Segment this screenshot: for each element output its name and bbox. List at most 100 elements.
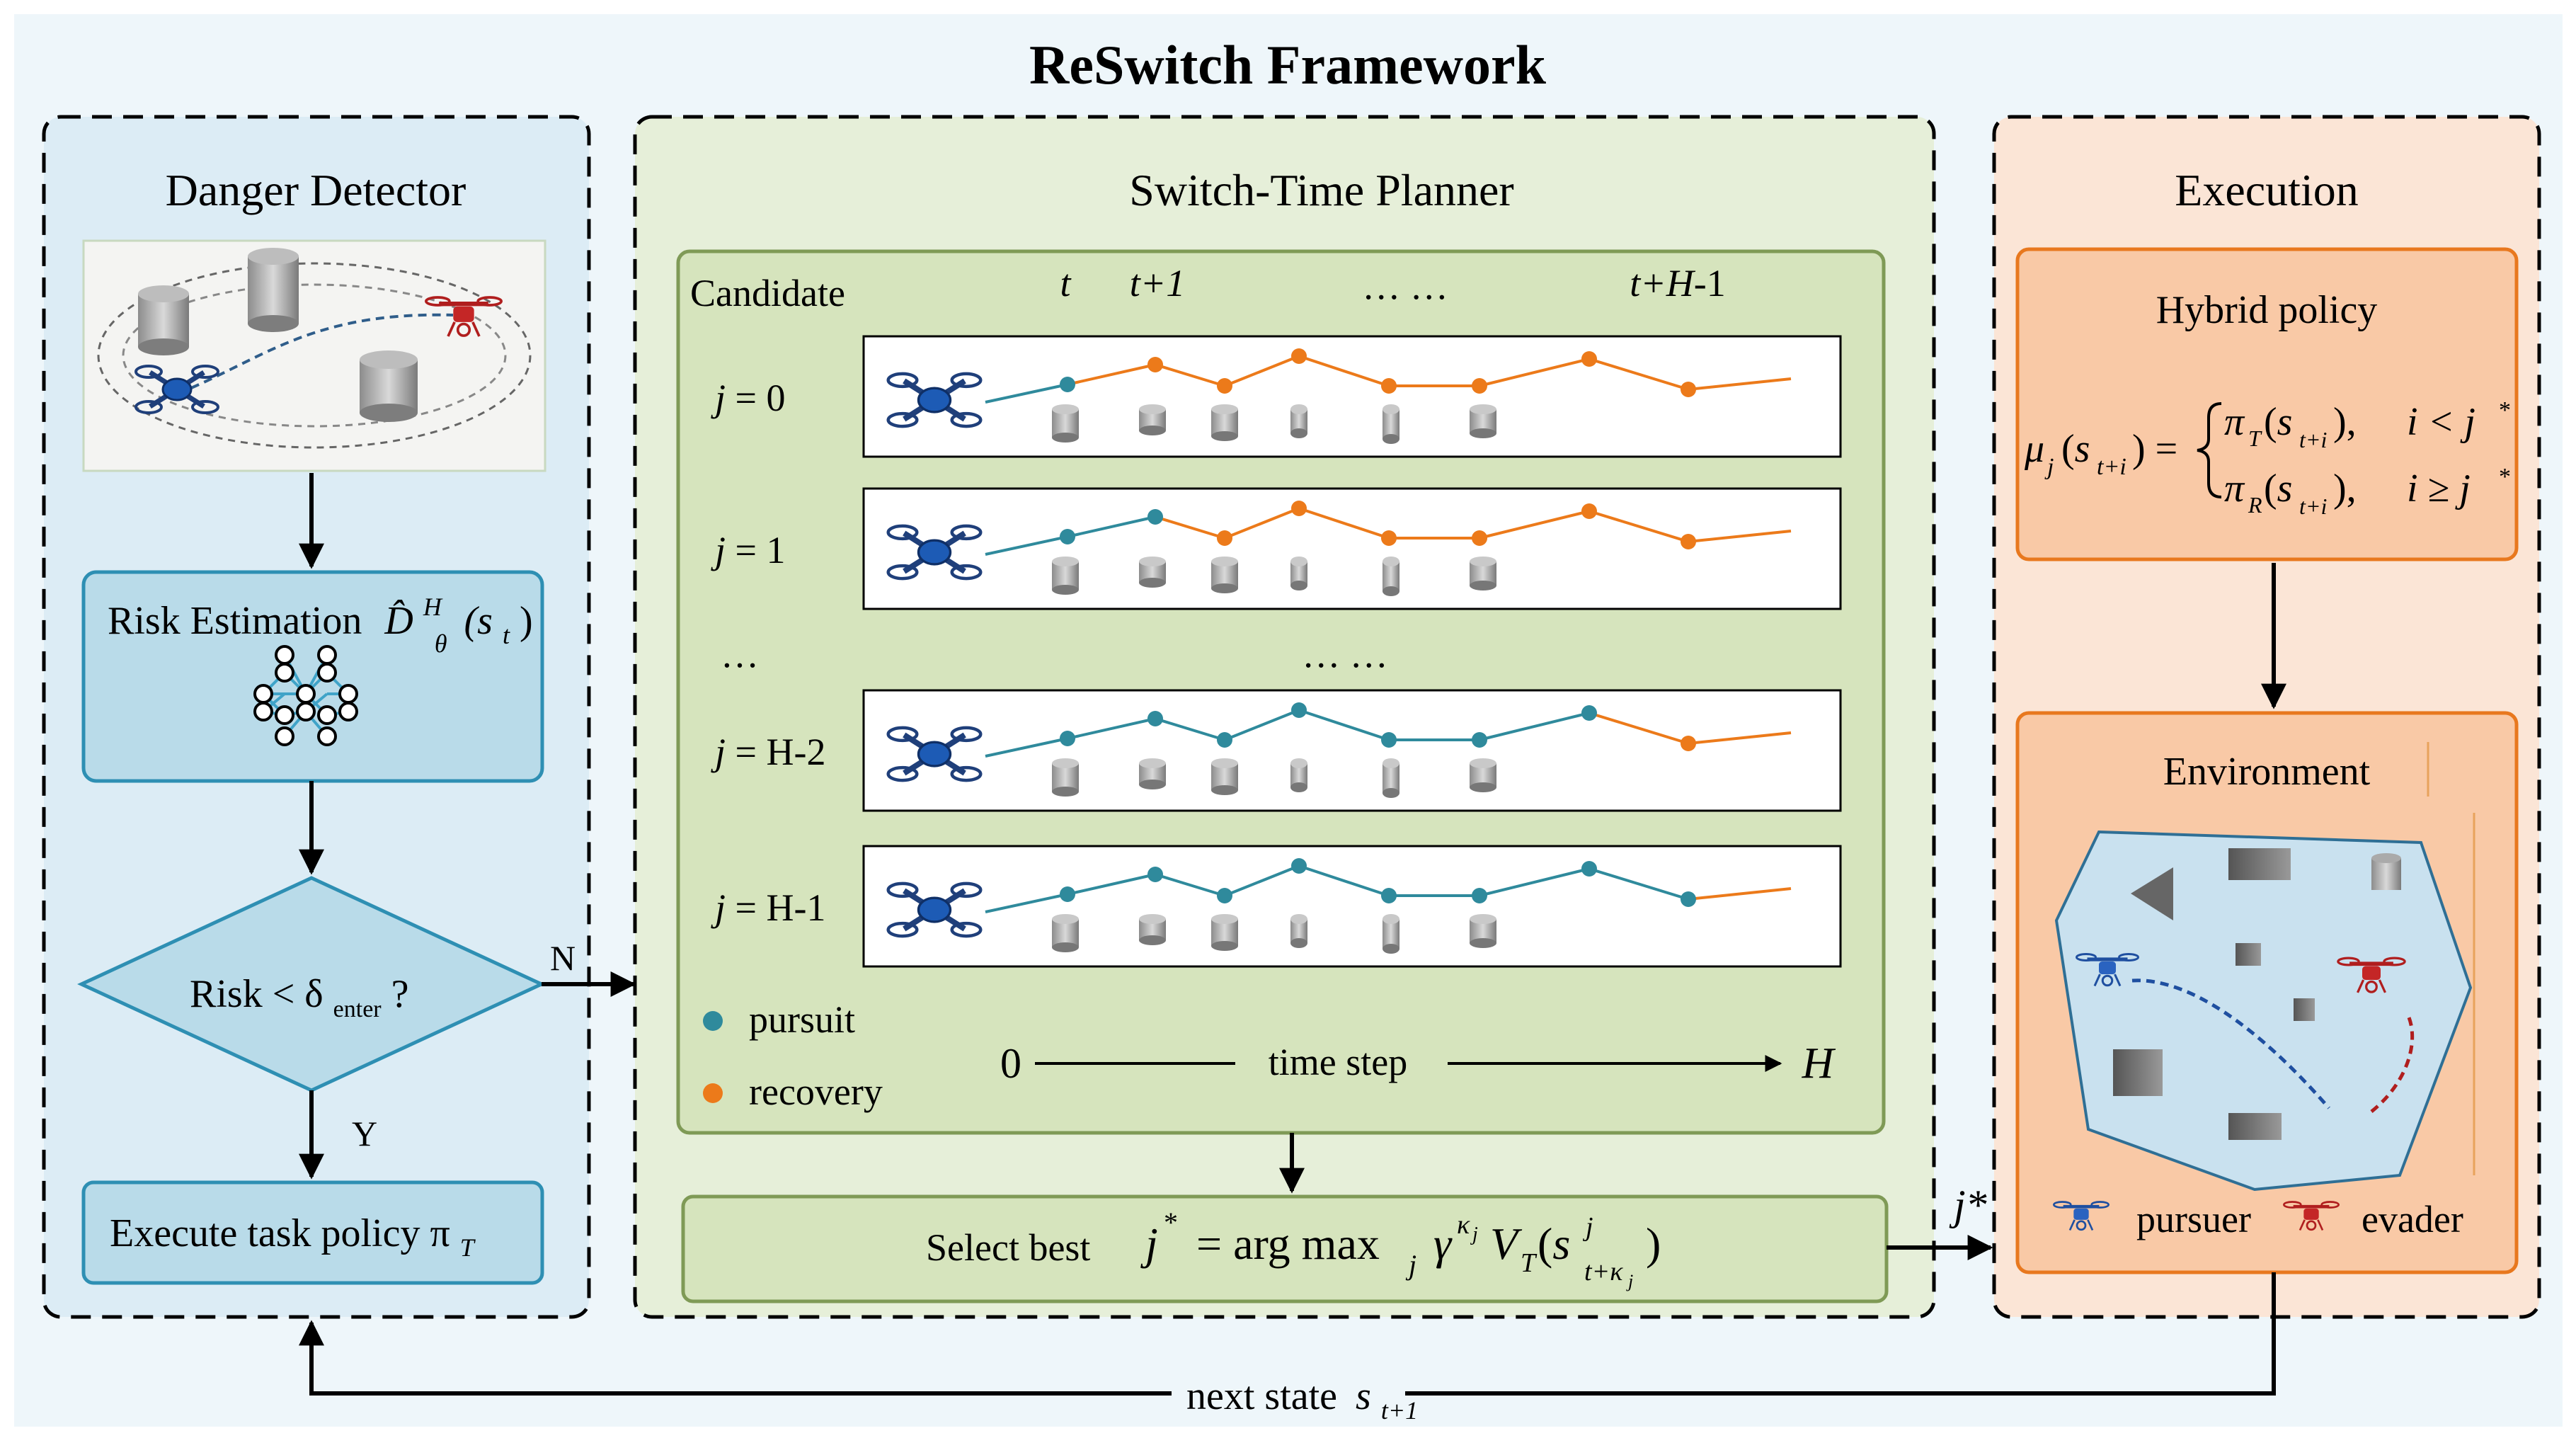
trajectory-segment [1588, 712, 1689, 745]
svg-text:Execute task policy π T: Execute task policy π T [110, 1211, 476, 1262]
trajectory-point [1217, 530, 1232, 546]
environment-box[interactable]: Environment pursuer evader [2015, 711, 2519, 1274]
svg-text:*: * [1164, 1206, 1178, 1238]
candidate-row-label: j = H-1 [711, 886, 825, 929]
trajectory-segment [1479, 867, 1590, 897]
trajectory-point [1381, 530, 1397, 546]
candidate-row: j = 0 [711, 335, 1842, 458]
trajectory-point [1060, 886, 1075, 902]
legend-recovery-label: recovery [749, 1071, 883, 1113]
environment-arena [2054, 830, 2473, 1192]
risk-decision-diamond[interactable]: Risk < δ enter ? [77, 876, 546, 1092]
cylinder-icon [1139, 557, 1166, 588]
execute-sub: T [460, 1233, 476, 1262]
trajectory-segment [985, 535, 1068, 556]
trajectory-segment [1298, 864, 1390, 897]
trajectory-point [1147, 711, 1163, 726]
svg-text:),: ), [2333, 400, 2357, 444]
legend-evader-label: evader [2362, 1198, 2463, 1240]
trajectory-segment [1298, 355, 1390, 387]
trajectory-segment [1155, 363, 1225, 387]
svg-text:t+κ: t+κ [1584, 1257, 1623, 1286]
cylinder-icon [1290, 404, 1307, 438]
next-state-symbol: s [1356, 1374, 1371, 1418]
svg-text:(s: (s [2264, 467, 2292, 510]
select-best-box[interactable]: Select best j * = arg max j γ κ j V T (s… [681, 1194, 1889, 1303]
trajectory-point [1147, 509, 1163, 525]
time-last-H: H [1666, 262, 1696, 304]
trajectory-segment [1688, 377, 1792, 391]
svg-text:(s: (s [2061, 427, 2090, 471]
risk-estimation-label: Risk Estimation [108, 599, 362, 643]
svg-text:t+i: t+i [2299, 427, 2327, 452]
cylinder-icon [248, 248, 299, 332]
cylinder-icon [1383, 758, 1399, 798]
risk-sub: θ [435, 629, 447, 658]
svg-text:j: j [1626, 1271, 1633, 1291]
svg-text:T: T [1521, 1248, 1538, 1278]
cylinder-icon [1470, 404, 1496, 438]
hybrid-policy-box[interactable]: Hybrid policy μ j (s t+i ) = π T (s t+i … [2015, 247, 2519, 561]
trajectory-segment [1688, 530, 1792, 543]
cylinder-icon [1139, 404, 1166, 435]
feedback-line-right [1405, 1272, 2276, 1396]
legend-pursuit-marker [703, 1011, 723, 1031]
cylinder-icon [1470, 914, 1496, 948]
trajectory-segment [1224, 864, 1300, 897]
trajectory-point [1681, 534, 1696, 549]
trajectory-point [1217, 888, 1232, 903]
decision-suffix: ? [391, 972, 409, 1016]
trajectory-segment [1155, 717, 1225, 741]
cylinder-icon [1211, 914, 1238, 951]
time-last-pre: t+ [1630, 262, 1666, 304]
cylinder-icon [1139, 914, 1166, 945]
cylinder-icon [1052, 914, 1079, 952]
trajectory-point [1472, 378, 1487, 394]
decision-label: Risk < δ [190, 972, 324, 1016]
planner-title: Switch-Time Planner [1129, 165, 1513, 215]
trajectory-point [1381, 378, 1397, 394]
trajectory-segment [1155, 515, 1225, 540]
trajectory-point [1291, 702, 1307, 718]
trajectory-segment [1224, 355, 1300, 387]
trajectory-segment [1067, 873, 1156, 896]
yes-label: Y [352, 1114, 377, 1153]
trajectory-segment [1588, 510, 1689, 543]
execute-task-policy-box[interactable]: Execute task policy π T [81, 1180, 544, 1285]
time-dots-header: … … [1362, 265, 1448, 307]
no-label: N [550, 938, 576, 978]
trajectory-point [1681, 382, 1696, 397]
candidate-row-label: j = H-2 [711, 731, 825, 773]
risk-estimation-box[interactable]: Risk Estimation D̂ H θ (s t ) [81, 570, 544, 783]
cylinder-icon [1470, 758, 1496, 792]
candidate-row-box [862, 487, 1842, 610]
time-last-post: -1 [1694, 262, 1726, 304]
cylinder-icon [1383, 914, 1399, 954]
svg-text:i < j: i < j [2407, 400, 2475, 444]
trajectory-point [1381, 888, 1397, 903]
risk-symbol: D̂ [384, 599, 413, 643]
danger-detector-title: Danger Detector [166, 165, 466, 215]
time-axis-label: time step [1269, 1041, 1407, 1083]
svg-text:t+i: t+i [2299, 493, 2327, 519]
time-axis-start: 0 [1000, 1040, 1021, 1087]
cylinder-icon [1139, 758, 1166, 789]
cylinder-icon [1211, 557, 1238, 593]
time-t1-header: t+1 [1130, 262, 1185, 304]
trajectory-segment [1155, 873, 1225, 897]
trajectory-segment [985, 737, 1068, 758]
diagram-title: ReSwitch Framework [1029, 34, 1547, 96]
row-ellipsis-mid: … … [1302, 633, 1388, 675]
candidate-row-box [862, 689, 1842, 812]
svg-text:κ: κ [1457, 1210, 1470, 1240]
legend-recovery-marker [703, 1083, 723, 1103]
cylinder-icon [1052, 758, 1079, 797]
trajectory-point [1217, 732, 1232, 748]
feedback-arrow [299, 1320, 1172, 1396]
candidate-row: j = 1 [711, 487, 1842, 610]
trajectory-segment [985, 893, 1068, 913]
trajectory-segment [1479, 510, 1590, 540]
trajectory-point [1147, 867, 1163, 882]
trajectory-segment [1479, 358, 1590, 387]
